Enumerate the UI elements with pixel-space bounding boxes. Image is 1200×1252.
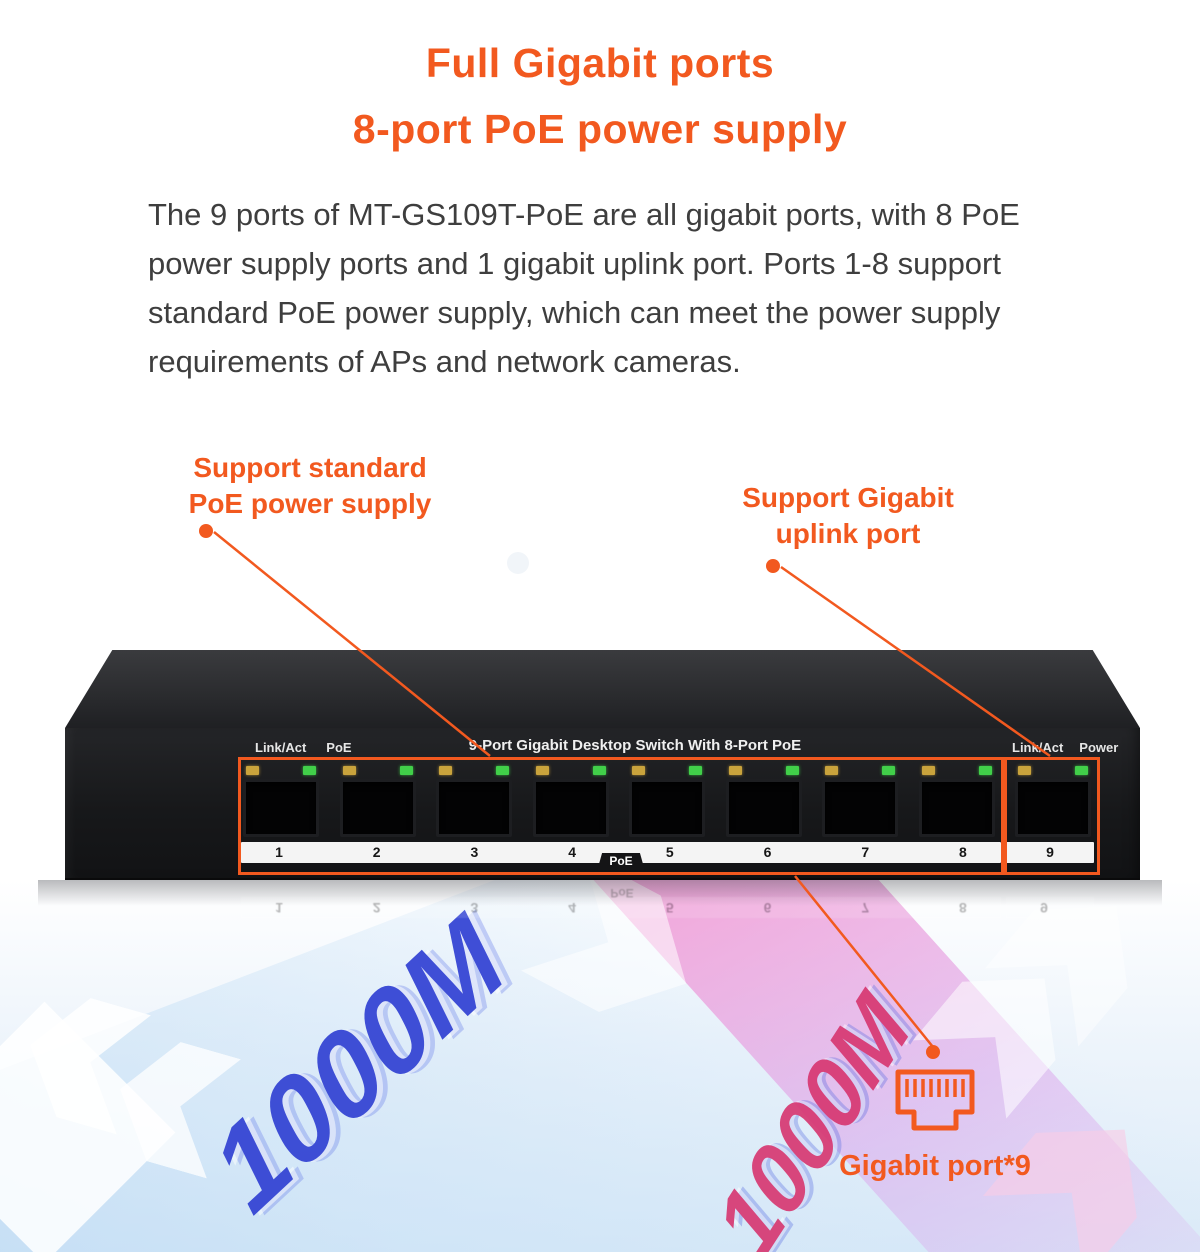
rj45-port-7 xyxy=(822,766,898,837)
device-top-face xyxy=(65,650,1140,728)
amber-led xyxy=(632,766,645,775)
reflection-port-9: 9 xyxy=(1006,897,1094,918)
left-led-legend-linkact: Link/Act xyxy=(255,740,307,755)
amber-led xyxy=(825,766,838,775)
page-title-line-1: Full Gigabit ports xyxy=(425,40,775,86)
dot-poe xyxy=(199,524,213,538)
poe-group-label: PoE xyxy=(597,853,645,870)
port-number-1: 1 xyxy=(275,844,283,860)
port-number-9: 9 xyxy=(1046,844,1054,860)
reflect-num-1: 1 xyxy=(275,900,283,916)
rj45-port-5 xyxy=(629,766,705,837)
callout-uplink-line-2: uplink port xyxy=(775,518,921,549)
dot-uplink xyxy=(766,559,780,573)
port-number-3: 3 xyxy=(470,844,479,860)
rj45-port-4 xyxy=(532,766,609,837)
rj45-jack xyxy=(243,779,319,837)
green-led xyxy=(978,766,992,775)
right-led-legend-power: Power xyxy=(1079,740,1119,755)
rj45-jack xyxy=(1015,779,1091,837)
rj45-port-3 xyxy=(436,766,512,837)
green-led xyxy=(592,766,606,775)
reflect-num-6: 6 xyxy=(763,900,772,916)
reflect-num-5: 5 xyxy=(665,900,674,916)
reflect-num-8: 8 xyxy=(959,900,967,916)
device-shadow xyxy=(38,880,1162,906)
port-number-8: 8 xyxy=(959,844,967,860)
reflection-port-numbers: 1 2 3 4 5 6 7 8 xyxy=(241,897,1001,918)
port-number-6: 6 xyxy=(763,844,772,860)
port-number-4: 4 xyxy=(568,844,576,860)
page-title-line-2: 8-port PoE power supply xyxy=(352,106,848,152)
reflect-num-9: 9 xyxy=(1040,900,1048,916)
reflect-num-2: 2 xyxy=(372,900,381,916)
amber-led xyxy=(728,766,742,775)
callout-uplink: Support Gigabit uplink port xyxy=(703,480,993,552)
right-led-legend-linkact: Link/Act xyxy=(1012,740,1064,755)
callout-poe-line-2: PoE power supply xyxy=(188,488,432,519)
amber-led xyxy=(342,766,356,775)
port-number-5: 5 xyxy=(665,844,674,860)
ports-row xyxy=(243,766,1091,837)
amber-led xyxy=(535,766,549,775)
gigabit-port-label: Gigabit port*9 xyxy=(839,1150,1031,1182)
green-led xyxy=(303,766,316,775)
rj45-port-8 xyxy=(918,766,995,837)
green-led xyxy=(882,766,895,775)
callout-poe-power: Support standard PoE power supply xyxy=(150,450,470,522)
ethernet-port-icon xyxy=(895,1069,975,1131)
left-led-legend: Link/Act PoE xyxy=(255,740,352,755)
rj45-jack xyxy=(339,779,416,837)
green-led xyxy=(496,766,509,775)
decor-dot xyxy=(507,552,529,574)
rj45-port-9 xyxy=(1015,766,1091,837)
green-led xyxy=(1075,766,1088,775)
reflect-num-3: 3 xyxy=(470,900,479,916)
port-number-strip: 1 2 3 4 5 6 7 8 PoE xyxy=(241,842,1001,870)
rj45-jack xyxy=(822,779,898,837)
rj45-jack xyxy=(532,779,609,837)
amber-led xyxy=(439,766,452,775)
rj45-jack xyxy=(725,779,802,837)
port-number-7: 7 xyxy=(861,844,870,860)
port-number-2: 2 xyxy=(372,844,381,860)
rj45-port-2 xyxy=(339,766,416,837)
callout-poe-line-1: Support standard xyxy=(193,452,427,483)
rj45-jack xyxy=(629,779,705,837)
rj45-port-1 xyxy=(243,766,319,837)
amber-led xyxy=(246,766,259,775)
rj45-jack xyxy=(918,779,995,837)
amber-led xyxy=(921,766,935,775)
switch-device: Link/Act PoE 9-Port Gigabit Desktop Swit… xyxy=(65,650,1140,880)
uplink-port-highlight-box xyxy=(1004,757,1100,875)
left-led-legend-poe: PoE xyxy=(326,740,352,755)
poe-ports-highlight-box xyxy=(238,757,1004,875)
rj45-jack xyxy=(436,779,512,837)
reflect-num-7: 7 xyxy=(861,900,870,916)
description-paragraph: The 9 ports of MT-GS109T-PoE are all gig… xyxy=(148,197,1020,379)
reflect-num-4: 4 xyxy=(568,900,576,916)
green-led xyxy=(399,766,413,775)
green-led xyxy=(689,766,702,775)
ethernet-port-pins xyxy=(905,1079,965,1097)
right-led-legend: Link/Act Power xyxy=(1012,740,1118,755)
ethernet-port-outline xyxy=(895,1069,975,1131)
port-9-strip: 9 xyxy=(1006,842,1094,863)
green-led xyxy=(785,766,799,775)
reflection-poe-label: PoE xyxy=(610,886,634,900)
rj45-port-6 xyxy=(725,766,802,837)
amber-led xyxy=(1018,766,1031,775)
panel-title: 9-Port Gigabit Desktop Switch With 8-Por… xyxy=(468,737,802,754)
callout-uplink-line-1: Support Gigabit xyxy=(742,482,954,513)
